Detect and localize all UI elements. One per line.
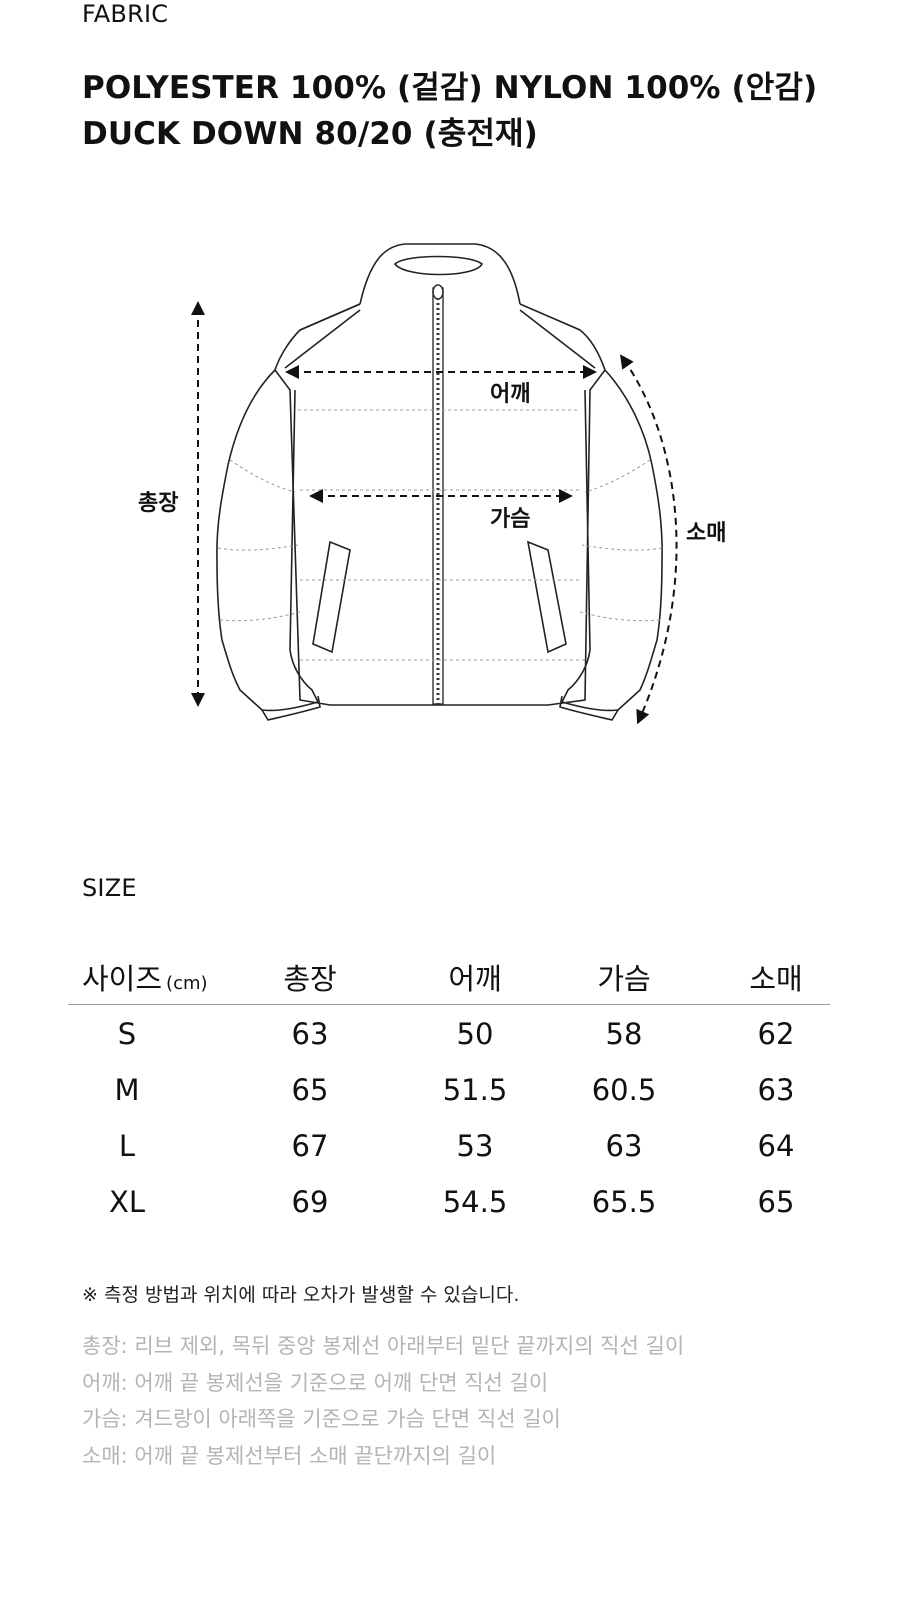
fabric-section-label: FABRIC bbox=[82, 0, 169, 28]
row-chest: 60.5 bbox=[591, 1073, 657, 1107]
jacket-outline bbox=[216, 243, 663, 721]
chest-label: 가슴 bbox=[490, 507, 530, 532]
row-size: L bbox=[118, 1129, 136, 1163]
row-shoulder: 50 bbox=[456, 1017, 494, 1051]
measurement-arrows bbox=[191, 301, 678, 725]
row-shoulder: 53 bbox=[456, 1129, 494, 1163]
table-row: M 65 51.5 60.5 63 bbox=[68, 1069, 830, 1125]
row-chest: 65.5 bbox=[591, 1185, 657, 1219]
sleeve-guide: 소매: 어깨 끝 봉제선부터 소매 끝단까지의 길이 bbox=[82, 1444, 497, 1468]
shoulder-label: 어깨 bbox=[490, 382, 530, 407]
row-sleeve: 63 bbox=[757, 1073, 795, 1107]
fabric-filling: DUCK DOWN 80/20 (충전재) bbox=[82, 116, 538, 152]
table-row: L 67 53 63 64 bbox=[68, 1125, 830, 1181]
jacket-measurement-diagram: 어깨 가슴 총장 소매 bbox=[138, 243, 726, 725]
row-shoulder: 54.5 bbox=[442, 1185, 508, 1219]
header-length: 총장 bbox=[283, 962, 337, 996]
row-size: S bbox=[117, 1017, 137, 1051]
table-row: XL 69 54.5 65.5 65 bbox=[68, 1181, 830, 1237]
row-sleeve: 62 bbox=[757, 1017, 795, 1051]
fabric-outer-lining: POLYESTER 100% (겉감) NYLON 100% (안감) bbox=[82, 70, 818, 106]
header-chest: 가슴 bbox=[597, 962, 651, 996]
shoulder-guide: 어깨: 어깨 끝 봉제선을 기준으로 어깨 단면 직선 길이 bbox=[82, 1371, 549, 1395]
length-label: 총장 bbox=[138, 491, 178, 516]
row-sleeve: 65 bbox=[757, 1185, 795, 1219]
row-length: 67 bbox=[291, 1129, 329, 1163]
row-size: XL bbox=[108, 1185, 146, 1219]
row-shoulder: 51.5 bbox=[442, 1073, 508, 1107]
header-size: 사이즈(cm) bbox=[82, 962, 208, 996]
row-chest: 58 bbox=[605, 1017, 643, 1051]
measurement-disclaimer: ※ 측정 방법과 위치에 따라 오차가 발생할 수 있습니다. bbox=[82, 1284, 520, 1306]
header-sleeve: 소매 bbox=[749, 962, 803, 996]
chest-guide: 가슴: 겨드랑이 아래쪽을 기준으로 가슴 단면 직선 길이 bbox=[82, 1407, 561, 1431]
table-row: S 63 50 58 62 bbox=[68, 1013, 830, 1069]
size-table: 사이즈(cm) 총장 어깨 가슴 소매 S 63 50 58 62 M 65 5… bbox=[68, 950, 830, 1237]
size-section-label: SIZE bbox=[82, 874, 137, 902]
length-guide: 총장: 리브 제외, 목뒤 중앙 봉제선 아래부터 밑단 끝까지의 직선 길이 bbox=[82, 1334, 685, 1358]
row-length: 65 bbox=[291, 1073, 329, 1107]
sleeve-label: 소매 bbox=[686, 521, 726, 546]
header-unit: (cm) bbox=[166, 973, 208, 994]
row-length: 69 bbox=[291, 1185, 329, 1219]
row-size: M bbox=[114, 1073, 140, 1107]
row-chest: 63 bbox=[605, 1129, 643, 1163]
header-shoulder: 어깨 bbox=[448, 962, 502, 996]
row-sleeve: 64 bbox=[757, 1129, 795, 1163]
quilt-lines bbox=[217, 409, 663, 661]
row-length: 63 bbox=[291, 1017, 329, 1051]
size-table-header: 사이즈(cm) 총장 어깨 가슴 소매 bbox=[68, 950, 830, 1005]
